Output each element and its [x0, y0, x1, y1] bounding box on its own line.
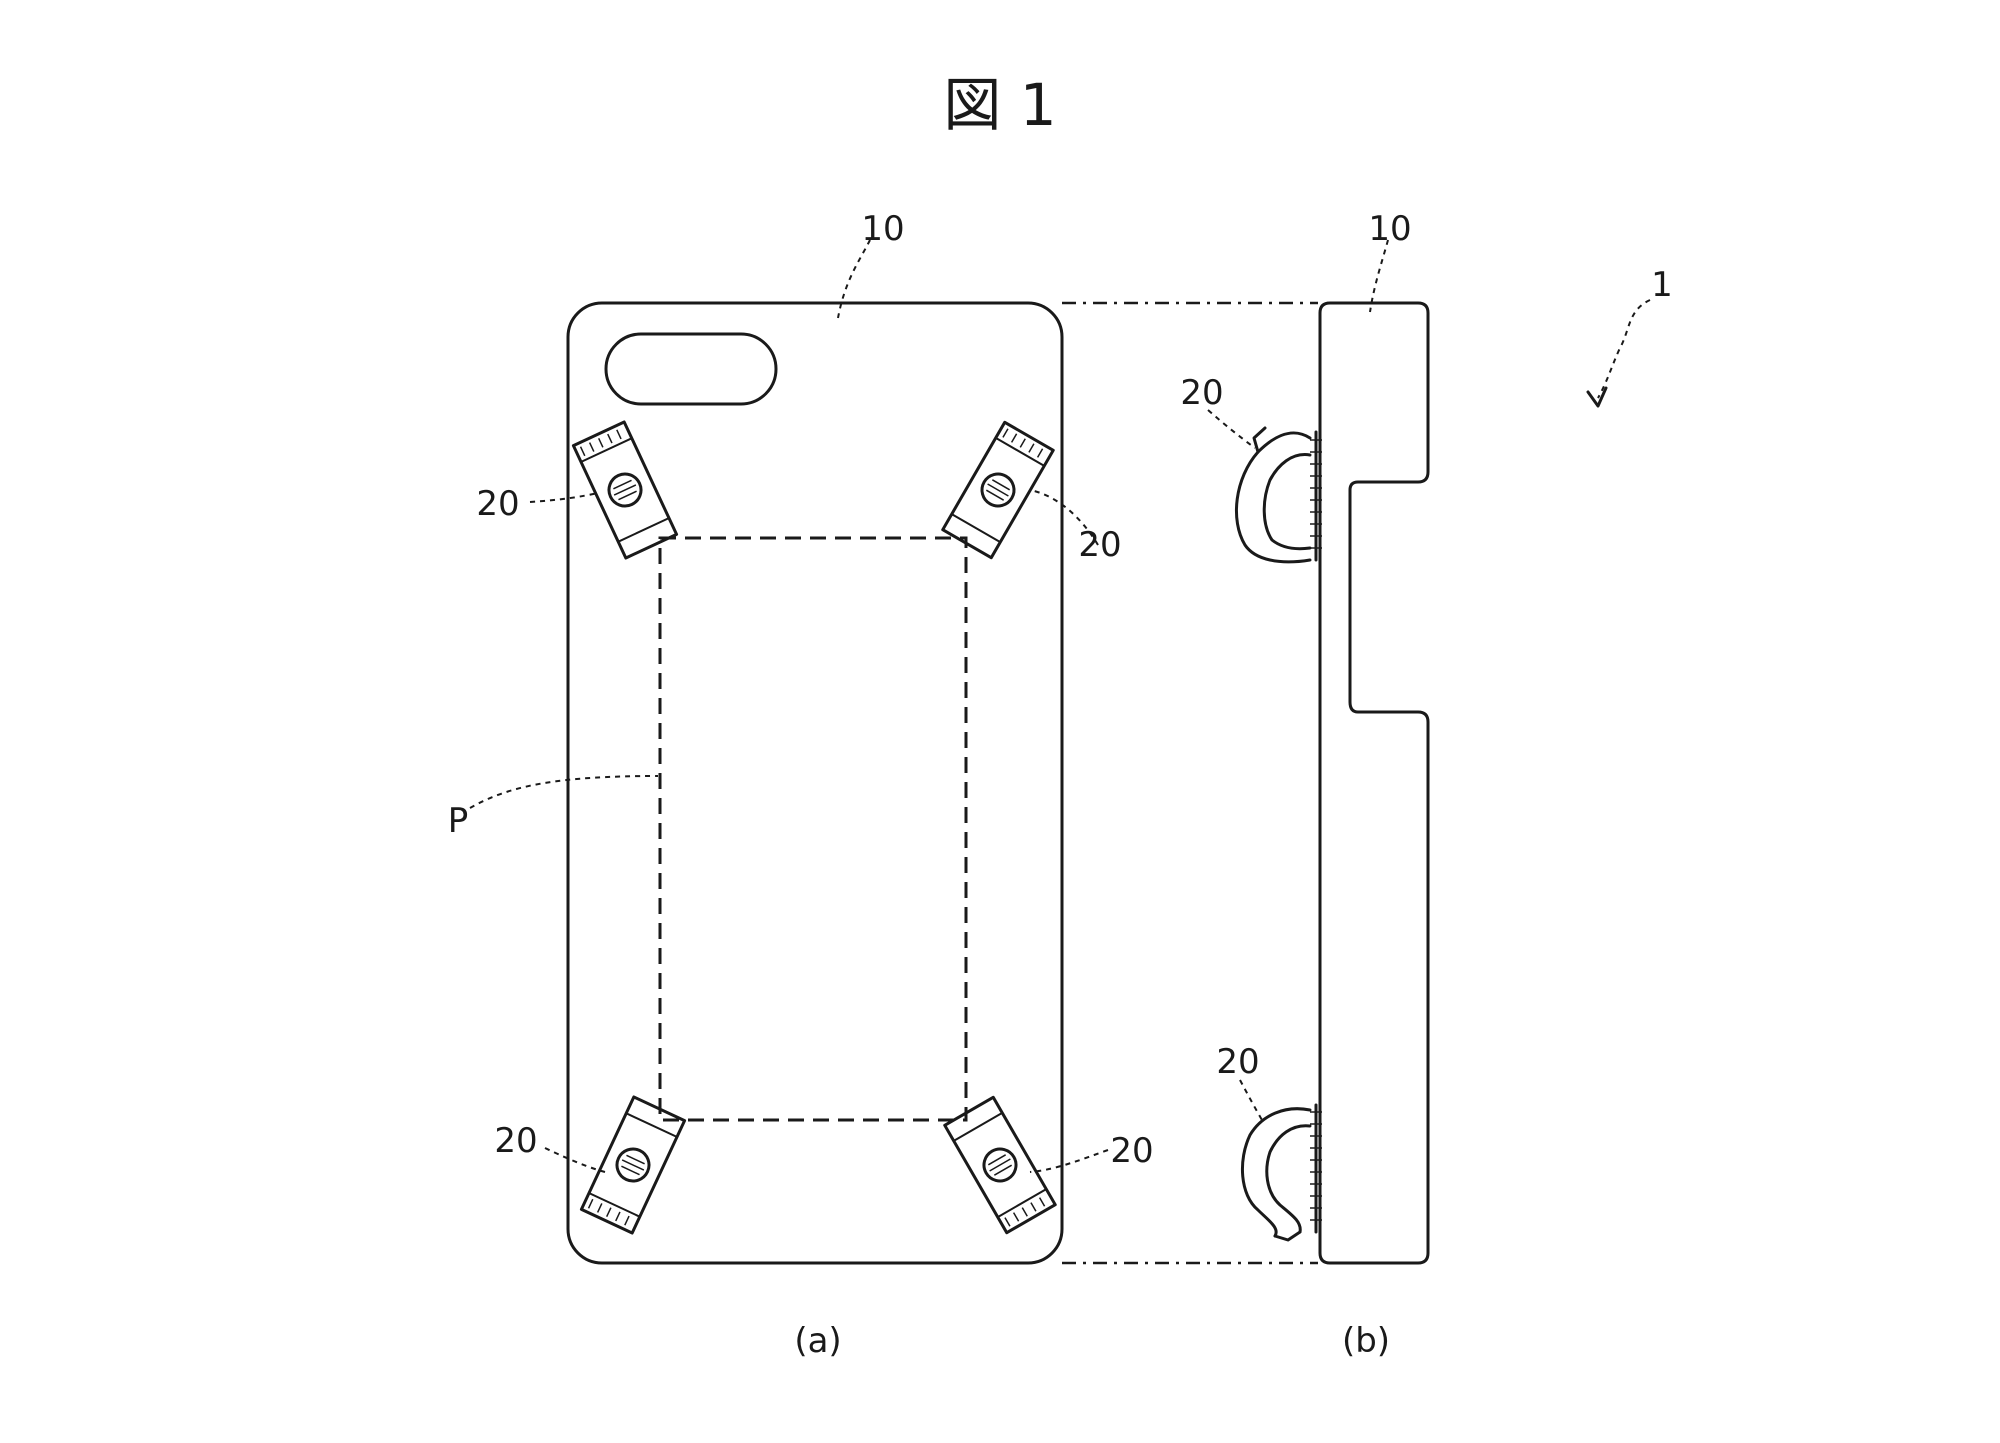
ref-20-side-lower: 20	[1216, 1042, 1259, 1082]
screw-icon	[980, 472, 1016, 508]
ref-1: 1	[1651, 265, 1673, 305]
ref-20-side-upper: 20	[1180, 373, 1223, 413]
view-b: 10 20 20 (b)	[1180, 209, 1430, 1361]
screw-icon	[607, 472, 643, 508]
handle-slot	[604, 332, 778, 406]
caption-b: (b)	[1342, 1321, 1390, 1361]
caption-a: (a)	[794, 1321, 841, 1361]
ref-20-top-right: 20	[1078, 525, 1121, 565]
screw-icon	[615, 1147, 651, 1183]
leader-board-b	[1369, 239, 1389, 313]
board-front-outline	[566, 301, 1064, 1265]
leader-clip-tl	[529, 492, 599, 503]
board-side-profile	[1318, 301, 1430, 1265]
leader-clip-bl	[544, 1147, 606, 1173]
leader-clip-br	[1029, 1149, 1109, 1173]
assembly-reference: 1	[1586, 265, 1673, 408]
ref-20-top-left: 20	[476, 484, 519, 524]
ref-20-bottom-left: 20	[494, 1121, 537, 1161]
leader-clip-side-upper	[1207, 409, 1256, 449]
view-a: 10 20 20 20 20 P (a)	[448, 209, 1154, 1361]
leader-clip-side-lower	[1239, 1079, 1263, 1121]
ref-10-b: 10	[1368, 209, 1411, 249]
arrow-head-icon	[1586, 386, 1608, 408]
leader-assembly	[1597, 299, 1651, 399]
clip-bottom-left	[579, 1095, 687, 1235]
ref-p: P	[448, 801, 469, 841]
ref-10-a: 10	[861, 209, 904, 249]
clip-top-left	[571, 420, 679, 560]
screw-icon	[982, 1147, 1018, 1183]
figure-title: 図 1	[943, 71, 1056, 139]
leader-region-p	[469, 775, 659, 809]
clip-side-upper	[1234, 426, 1322, 564]
placement-region	[658, 536, 968, 1122]
clip-bottom-right	[943, 1095, 1057, 1235]
clip-top-right	[941, 420, 1055, 560]
leader-clip-tr	[1029, 489, 1099, 546]
clip-side-lower	[1240, 1103, 1322, 1242]
ref-20-bottom-right: 20	[1110, 1131, 1153, 1171]
leader-board-a	[837, 239, 871, 319]
